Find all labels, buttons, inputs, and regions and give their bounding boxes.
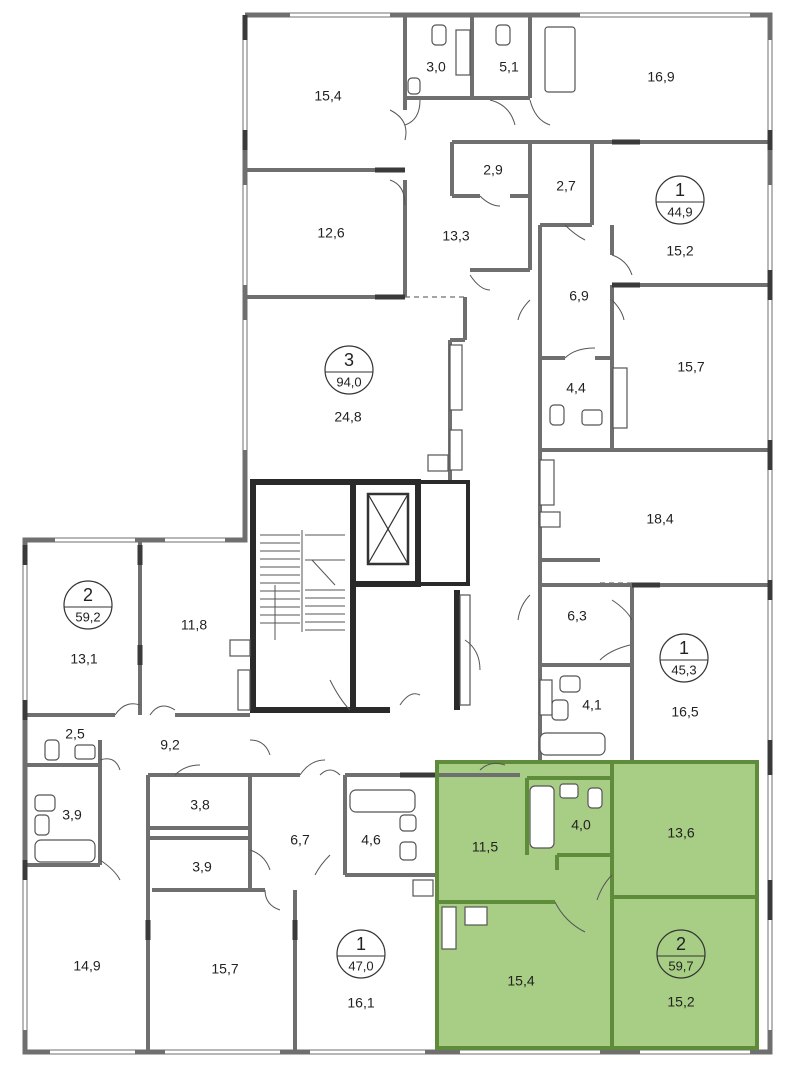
room-area-label: 6,7	[290, 832, 310, 848]
highlight-walls	[435, 760, 759, 1050]
badge-circle	[324, 345, 374, 395]
room-area-label: 13,3	[442, 228, 469, 244]
staircase	[260, 530, 345, 640]
badge-circle	[336, 929, 386, 979]
building-core	[250, 479, 470, 713]
outer-walls	[22, 12, 773, 1055]
room-area-label: 11,8	[181, 617, 207, 633]
apartment-badge-apt-2-left: 2 59,2	[63, 580, 113, 630]
room-area-label: 16,5	[671, 704, 698, 720]
badge-rooms: 3	[344, 350, 354, 370]
apartment-badge-apt-3: 3 94,0	[324, 345, 374, 395]
room-area-label: 4,6	[361, 832, 381, 848]
room-area-label: 15,2	[667, 994, 694, 1010]
room-area-label: 13,1	[70, 651, 97, 667]
elevator-shaft	[366, 492, 410, 566]
apartment-badge-apt-2-highlight: 2 59,7	[656, 929, 706, 979]
badge-rooms: 1	[679, 638, 689, 658]
room-area-label: 6,3	[567, 608, 587, 624]
room-area-label: 18,4	[646, 511, 673, 527]
dashed-openings	[405, 296, 632, 584]
apartment-badge-apt-1-top: 1 44,9	[655, 175, 705, 225]
badge-area: 45,3	[671, 662, 696, 677]
room-area-label: 13,6	[667, 825, 694, 841]
room-area-label: 2,9	[483, 162, 503, 178]
apartment-badge-apt-1-bottom: 1 47,0	[336, 929, 386, 979]
room-labels: 15,4 3,0 5,1 16,9 2,9 2,7 12,6 13,3 15,2…	[62, 59, 705, 1011]
room-area-label: 4,4	[566, 380, 586, 396]
room-area-label: 3,9	[62, 807, 82, 823]
badge-area: 47,0	[348, 958, 373, 973]
dark-wall-accents	[22, 15, 773, 940]
room-area-label: 2,5	[65, 726, 85, 742]
badge-area: 44,9	[667, 204, 692, 219]
room-area-label: 16,1	[347, 995, 374, 1011]
room-area-label: 9,2	[160, 737, 180, 753]
badge-circle	[63, 580, 113, 630]
room-area-label: 15,7	[677, 359, 704, 375]
room-area-label: 5,1	[499, 59, 519, 75]
apartment-badge-apt-1-mid: 1 45,3	[659, 633, 709, 683]
badge-rooms: 1	[675, 180, 685, 200]
room-area-label: 15,4	[507, 973, 534, 989]
room-area-label: 15,7	[211, 961, 238, 977]
badge-area: 59,2	[75, 609, 100, 624]
badge-area: 59,7	[668, 958, 693, 973]
room-area-label: 15,2	[666, 243, 693, 259]
room-area-label: 15,4	[314, 88, 341, 104]
room-area-label: 3,8	[190, 797, 210, 813]
room-area-label: 14,9	[73, 958, 100, 974]
badge-rooms: 2	[676, 934, 686, 954]
room-area-label: 12,6	[317, 225, 344, 241]
room-area-label: 11,5	[472, 839, 498, 855]
room-area-label: 2,7	[556, 178, 576, 194]
badge-rooms: 1	[356, 934, 366, 954]
badge-circle	[656, 929, 706, 979]
highlighted-apartment[interactable]	[437, 762, 757, 1048]
door-swings	[99, 99, 633, 933]
room-area-label: 6,9	[569, 288, 589, 304]
plumbing-fixtures	[34, 24, 628, 950]
room-area-label: 4,0	[571, 817, 591, 833]
room-area-label: 4,1	[582, 697, 602, 713]
badge-area: 94,0	[336, 374, 361, 389]
badge-rooms: 2	[83, 585, 93, 605]
windows	[23, 13, 772, 1054]
room-area-label: 24,8	[334, 409, 361, 425]
room-area-label: 3,9	[192, 859, 212, 875]
apartment-badges[interactable]: 3 94,0 1 44,9 2 59,2 1 45,3 1 47,0	[63, 175, 709, 979]
room-area-label: 16,9	[647, 69, 674, 85]
badge-circle	[659, 633, 709, 683]
badge-circle	[655, 175, 705, 225]
room-area-label: 3,0	[426, 59, 446, 75]
